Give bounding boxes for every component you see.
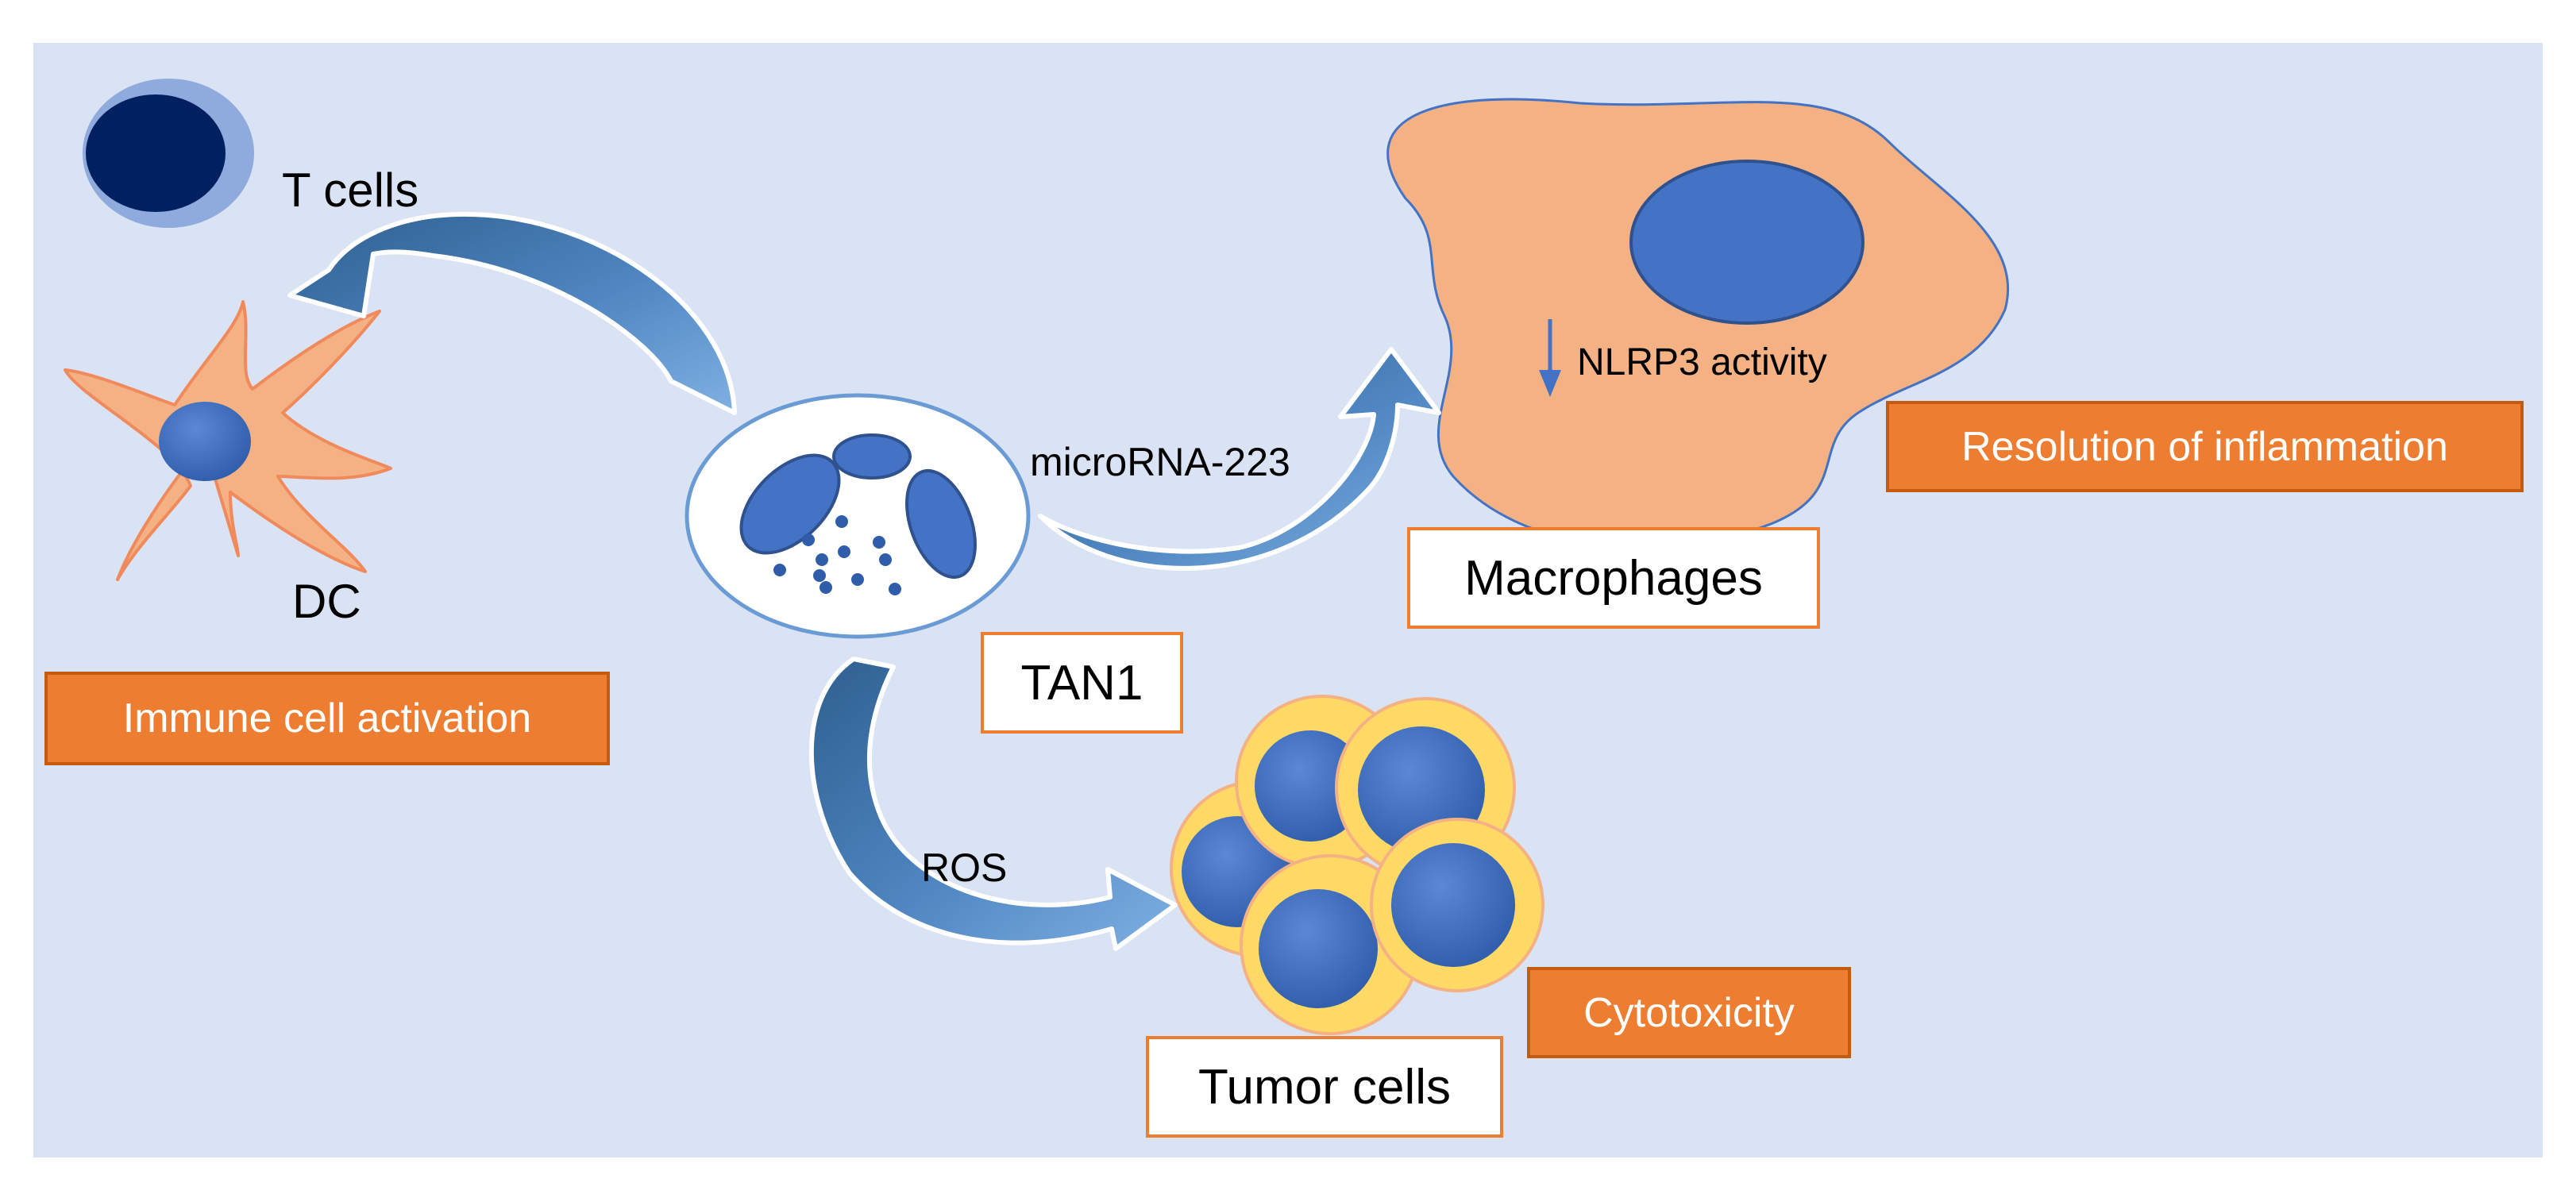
immune-cell-activation-box: Immune cell activation	[44, 672, 610, 765]
tan1-box: TAN1	[981, 632, 1183, 734]
granules	[773, 515, 901, 595]
arrow-to-tumor	[808, 657, 1178, 951]
t-cell	[83, 79, 254, 228]
tumor-cells-box: Tumor cells	[1146, 1036, 1503, 1138]
arrow-to-macrophage	[1038, 347, 1441, 571]
ros-label: ROS	[921, 845, 1008, 890]
cytotoxicity-box: Cytotoxicity	[1527, 967, 1851, 1058]
nlrp3-label: NLRP3 activity	[1577, 341, 1827, 383]
resolution-of-inflammation-box: Resolution of inflammation	[1886, 401, 2524, 492]
tan1-neutrophil	[684, 393, 1031, 639]
microrna-label: microRNA-223	[1030, 440, 1290, 484]
t-cells-label: T cells	[282, 164, 419, 217]
dc-label: DC	[292, 575, 361, 628]
down-arrow-icon	[1539, 319, 1561, 397]
dendritic-cell	[64, 300, 392, 581]
macrophages-box: Macrophages	[1407, 527, 1820, 629]
macrophage-cell	[1386, 98, 2010, 549]
arrow-to-dc	[287, 211, 737, 415]
tumor-cells-cluster	[1170, 695, 1544, 1035]
